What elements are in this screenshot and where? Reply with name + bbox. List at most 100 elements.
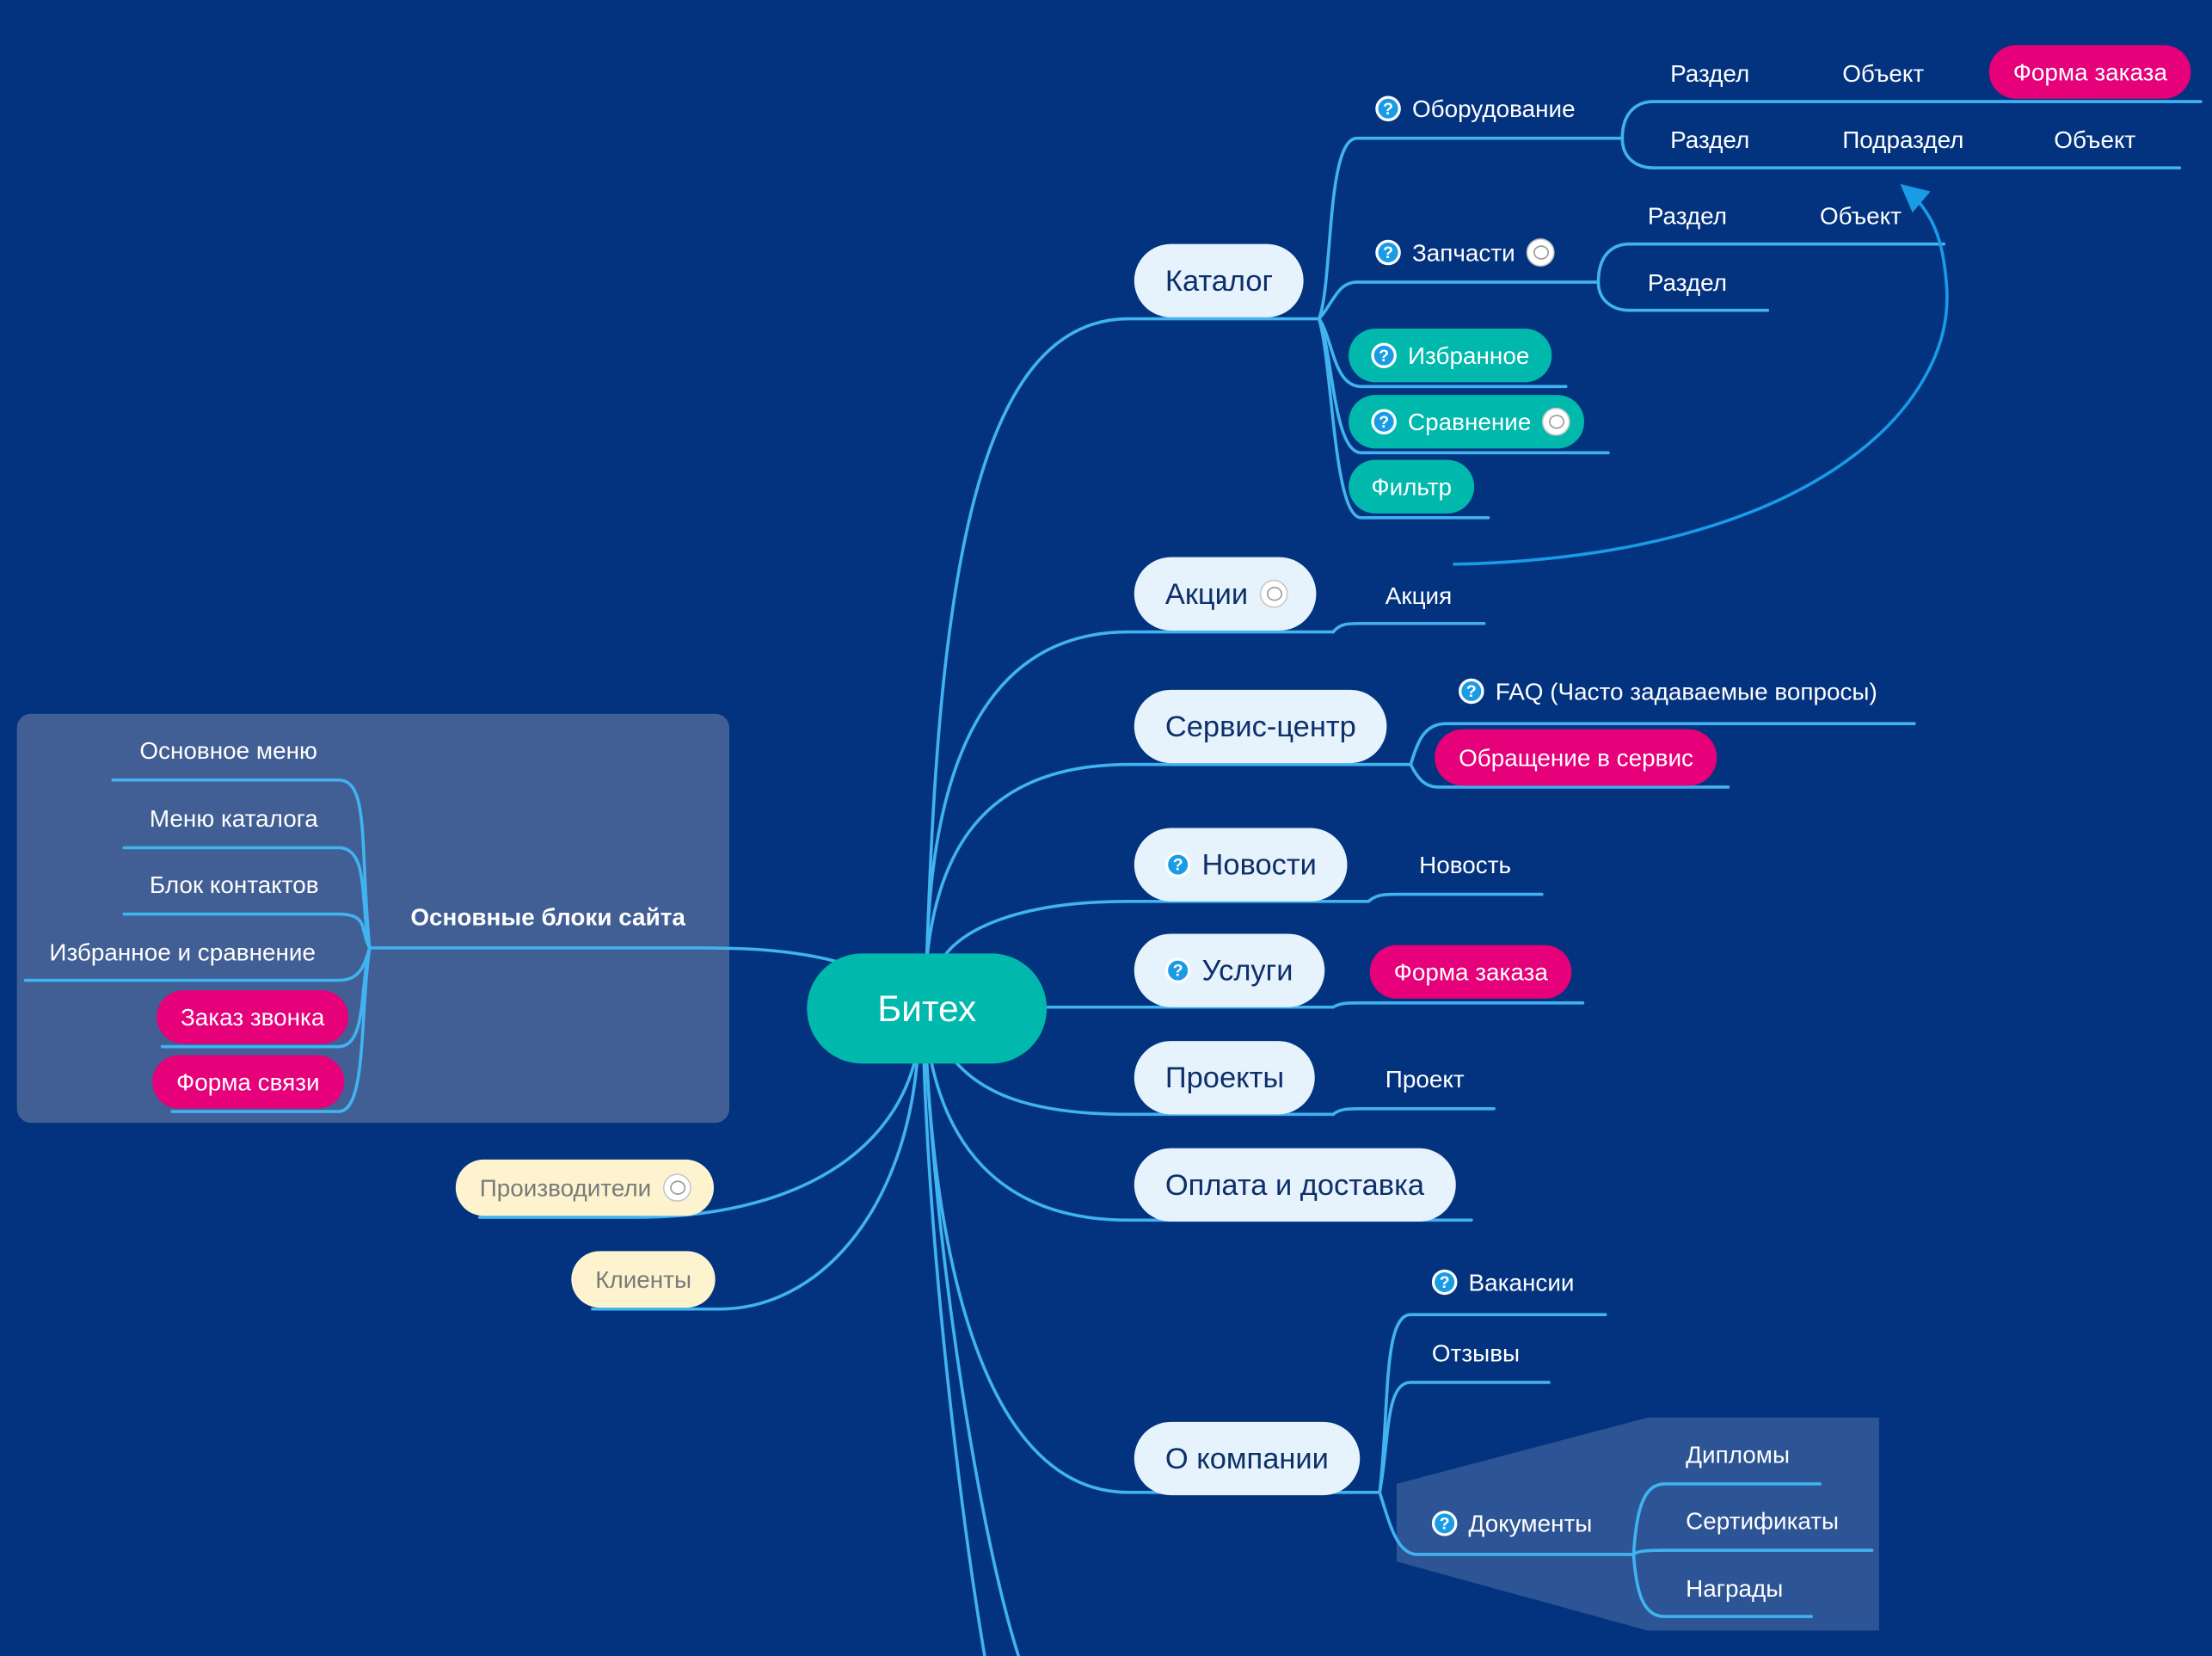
comment-icon[interactable] [1526,238,1555,267]
subtopic-equipment-label: Оборудование [1411,95,1576,122]
question-mark-icon[interactable]: ? [1164,957,1191,983]
equipment-row2-subsection[interactable]: Подраздел [1842,124,1963,155]
edge-projects-child [1331,1107,1496,1117]
topic-about-company[interactable]: О компании [1134,1421,1360,1496]
topic-manufacturers[interactable]: Производители [455,1159,714,1216]
subtopic-equipment[interactable]: ? Оборудование [1375,93,1576,124]
edge-documents-awards [1631,1553,1813,1618]
project-item-label: Проект [1385,1065,1465,1093]
block-contacts[interactable]: Блок контактов [150,869,319,900]
question-mark-icon[interactable]: ? [1459,678,1484,705]
news-item[interactable]: Новость [1419,849,1511,880]
subtopic-favorites[interactable]: ? Избранное [1349,329,1552,383]
subtopic-service-request[interactable]: Обращение в сервис [1435,729,1717,786]
blocks-group-background [16,713,730,1123]
edge-service-request [1409,762,1730,789]
topic-service-center[interactable]: Сервис-центр [1134,689,1387,764]
central-topic-label: Битех [877,987,977,1030]
section-label: Раздел [1670,59,1750,87]
block-main-menu[interactable]: Основное меню [139,735,317,766]
edge-central-service [925,762,1413,961]
diplomas-label: Дипломы [1686,1440,1791,1468]
project-item[interactable]: Проект [1386,1063,1465,1094]
subtopic-vacancies[interactable]: ? Вакансии [1431,1266,1575,1297]
equipment-row1-section[interactable]: Раздел [1670,58,1749,89]
topic-site-blocks[interactable]: Основные блоки сайта [410,902,685,933]
subtopic-filter[interactable]: Фильтр [1349,459,1475,514]
subtopic-parts-label: Запчасти [1411,238,1515,267]
question-mark-icon[interactable]: ? [1375,239,1401,266]
parts-row1-section[interactable]: Раздел [1648,200,1727,231]
equipment-order-form[interactable]: Форма заказа [1988,45,2191,99]
edge-promotions-child [1331,621,1486,634]
subtopic-parts[interactable]: ? Запчасти [1375,236,1555,269]
edge-central-down-2 [925,1062,1021,1656]
documents-diplomas[interactable]: Дипломы [1686,1438,1790,1469]
subtopic-comparison-label: Сравнение [1408,408,1532,435]
subtopic-vacancies-label: Вакансии [1468,1268,1575,1296]
topic-catalog[interactable]: Каталог [1134,243,1305,317]
topic-promotions[interactable]: Акции [1134,557,1316,631]
edge-blocks-main-menu [111,778,372,950]
object-label: Объект [2054,126,2136,153]
documents-certificates[interactable]: Сертификаты [1686,1505,1839,1536]
promotion-item-label: Акция [1385,582,1453,609]
topic-service-center-label: Сервис-центр [1164,710,1356,743]
parts-row1-object[interactable]: Объект [1820,200,1902,231]
promotion-item[interactable]: Акция [1386,580,1452,611]
central-topic[interactable]: Битех [807,953,1048,1064]
topic-news[interactable]: ? Новости [1134,828,1348,902]
subtopic-comparison[interactable]: ? Сравнение [1349,395,1585,449]
comment-icon[interactable] [662,1173,691,1203]
topic-payment-delivery[interactable]: Оплата и доставка [1134,1148,1456,1222]
edge-blocks-contacts [122,912,372,950]
order-form-label: Форма заказа [1393,958,1548,986]
section-label: Раздел [1670,126,1750,153]
question-mark-icon[interactable]: ? [1164,852,1191,877]
comment-icon[interactable] [1542,407,1571,436]
edge-central-payment [929,1059,1473,1222]
topic-projects[interactable]: Проекты [1134,1041,1316,1115]
object-label: Объект [1819,202,1902,230]
equipment-row2-section[interactable]: Раздел [1670,124,1749,155]
question-mark-icon[interactable]: ? [1431,1269,1458,1296]
edge-central-clients [591,1062,919,1311]
subtopic-reviews[interactable]: Отзывы [1432,1337,1520,1368]
services-order-form[interactable]: Форма заказа [1369,945,1572,999]
edge-catalog-parts [1317,280,1601,321]
edge-parts-row2 [1596,280,1770,312]
order-form-label: Форма заказа [2012,58,2167,86]
edge-catalog-favorites [1317,317,1568,389]
edge-company-documents [1378,1490,1636,1556]
block-catalog-menu[interactable]: Меню каталога [150,803,318,834]
block-favorites-comparison[interactable]: Избранное и сравнение [49,937,316,968]
documents-awards[interactable]: Награды [1686,1573,1783,1604]
block-callback-order[interactable]: Заказ звонка [157,990,349,1044]
question-mark-icon[interactable]: ? [1371,342,1397,368]
block-contacts-label: Блок контактов [149,871,319,898]
topic-site-blocks-label: Основные блоки сайта [410,903,685,931]
comment-icon[interactable] [1259,579,1288,608]
block-feedback-form[interactable]: Форма связи [152,1055,344,1109]
subtopic-faq[interactable]: ? FAQ (Часто задаваемые вопросы) [1459,675,1877,706]
edge-documents-diplomas [1631,1482,1822,1556]
question-mark-icon[interactable]: ? [1431,1511,1458,1536]
news-item-label: Новость [1419,851,1512,878]
block-catalog-menu-label: Меню каталога [149,804,318,832]
parts-row2-section[interactable]: Раздел [1648,267,1727,298]
topic-clients[interactable]: Клиенты [571,1251,716,1308]
edge-central-projects [950,1056,1335,1117]
topic-promotions-label: Акции [1164,577,1249,611]
question-mark-icon[interactable]: ? [1371,409,1397,435]
block-feedback-form-label: Форма связи [176,1068,320,1096]
topic-manufacturers-label: Производители [479,1174,652,1202]
topic-services[interactable]: ? Услуги [1134,933,1324,1007]
edge-parts-row1 [1596,242,1946,284]
equipment-row2-object[interactable]: Объект [2054,124,2135,155]
topic-news-label: Новости [1201,848,1317,881]
question-mark-icon[interactable]: ? [1375,95,1401,122]
equipment-row1-object[interactable]: Объект [1842,58,1924,89]
subtopic-documents[interactable]: ? Документы [1431,1508,1592,1539]
edge-blocks-catalog-menu [122,846,372,950]
block-favorites-comparison-label: Избранное и сравнение [49,939,316,966]
